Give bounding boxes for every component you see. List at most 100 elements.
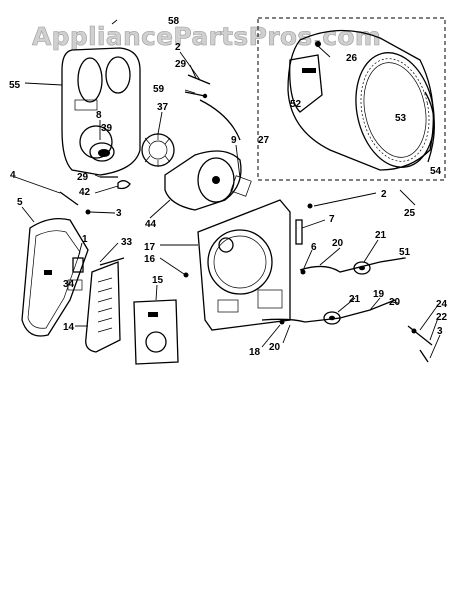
label-5: 5 [17, 197, 23, 208]
leader-18 [261, 324, 281, 348]
label-3b: 3 [437, 326, 443, 337]
label-15: 15 [152, 275, 164, 286]
small-hardware [59, 176, 313, 215]
label-19: 19 [373, 289, 385, 300]
fuse-kit-box [133, 299, 179, 365]
leader-42 [94, 185, 119, 194]
motor-blower [141, 99, 252, 211]
label-58: 58 [168, 16, 180, 27]
leader-58 [111, 19, 118, 25]
label-42: 42 [79, 187, 91, 198]
front-panel-lower-bracket [217, 299, 239, 313]
label-52: 52 [290, 99, 302, 110]
leader-20a [319, 247, 341, 266]
motor-shaft [212, 176, 220, 184]
screw-4 [59, 191, 79, 206]
rear-bulkhead [61, 47, 141, 176]
label-6: 6 [311, 242, 317, 253]
leader-25 [399, 189, 416, 206]
bearing-center [98, 149, 110, 157]
label-21a: 21 [375, 230, 387, 241]
leader-33 [99, 242, 119, 263]
drum-group-box [257, 17, 446, 181]
leader-3a [89, 211, 116, 214]
bulkhead-plate [74, 99, 98, 111]
leader-55 [24, 82, 63, 86]
belt-tag [44, 270, 52, 275]
leader-4 [14, 176, 61, 194]
bearing-housing [89, 142, 115, 162]
blower-fins [144, 133, 171, 167]
label-37: 37 [157, 102, 169, 113]
leader-29a [189, 64, 197, 79]
bolt-59-head [202, 93, 208, 99]
callout-labels: 58 2 55 29 26 52 59 37 8 39 27 53 9 54 4… [9, 16, 448, 358]
label-8: 8 [96, 110, 102, 121]
idler-spring [67, 279, 83, 291]
label-27: 27 [258, 135, 270, 146]
drum-baffle [289, 54, 323, 113]
fuse-kit-loop [145, 331, 167, 353]
label-20b: 20 [389, 297, 401, 308]
front-panel-hole [218, 237, 234, 253]
leader-7 [301, 219, 326, 229]
leader-29b [94, 174, 101, 178]
drum-belt [21, 217, 89, 337]
screw-2 [307, 203, 313, 209]
duct-body [85, 261, 121, 353]
screw-3 [85, 209, 91, 215]
clip-18 [279, 319, 285, 325]
label-51: 51 [399, 247, 411, 258]
label-25: 25 [404, 208, 416, 219]
roller-shaft-upper [299, 257, 406, 273]
label-55: 55 [9, 80, 21, 91]
motor-endcap [197, 157, 235, 203]
leader-21b [337, 297, 356, 313]
bolt-59 [184, 91, 206, 97]
fuse-kit [133, 299, 179, 365]
label-1: 1 [82, 234, 88, 245]
leader-9 [235, 144, 241, 179]
label-22: 22 [436, 312, 448, 323]
duct-wire-33 [99, 257, 125, 266]
label-33: 33 [121, 237, 133, 248]
label-34: 34 [63, 279, 75, 290]
bolt-29 [187, 74, 211, 85]
roller-assembly [183, 257, 433, 363]
bearing-assembly [89, 142, 115, 162]
front-panel-inner-ring [213, 235, 267, 289]
label-4: 4 [10, 170, 16, 181]
label-29b: 29 [77, 172, 89, 183]
label-59: 59 [153, 84, 165, 95]
leader-21a [363, 239, 379, 263]
label-2b: 2 [381, 189, 387, 200]
front-panel-frame [197, 199, 291, 331]
watermark-text: AppliancePartsPros.com [32, 22, 381, 51]
drum-seal-texture [360, 58, 430, 162]
roller-21-upper [353, 261, 371, 275]
motor-wire [199, 99, 241, 141]
motor-body [164, 150, 242, 211]
label-20c: 20 [269, 342, 281, 353]
bulkhead-opening [77, 57, 103, 103]
label-26: 26 [346, 53, 358, 64]
drum-assembly [257, 17, 446, 181]
leader-19 [369, 297, 381, 311]
leader-16 [159, 257, 185, 275]
label-17: 17 [144, 242, 156, 253]
label-54: 54 [430, 166, 442, 177]
leader-26 [317, 45, 331, 58]
label-21b: 21 [349, 294, 361, 305]
label-2a: 2 [175, 42, 181, 53]
drum-rear-seal [424, 91, 435, 163]
fuse-kit-sensor [148, 312, 158, 317]
label-24: 24 [436, 299, 448, 310]
leader-59 [184, 89, 196, 94]
belt-outer [21, 217, 89, 337]
duct-coils [97, 277, 113, 333]
leader-22 [429, 317, 439, 341]
drum-body [287, 29, 434, 171]
leader-20b [391, 301, 399, 304]
baffle-slot [302, 68, 316, 73]
bulkhead-bearing-hub [79, 125, 113, 159]
